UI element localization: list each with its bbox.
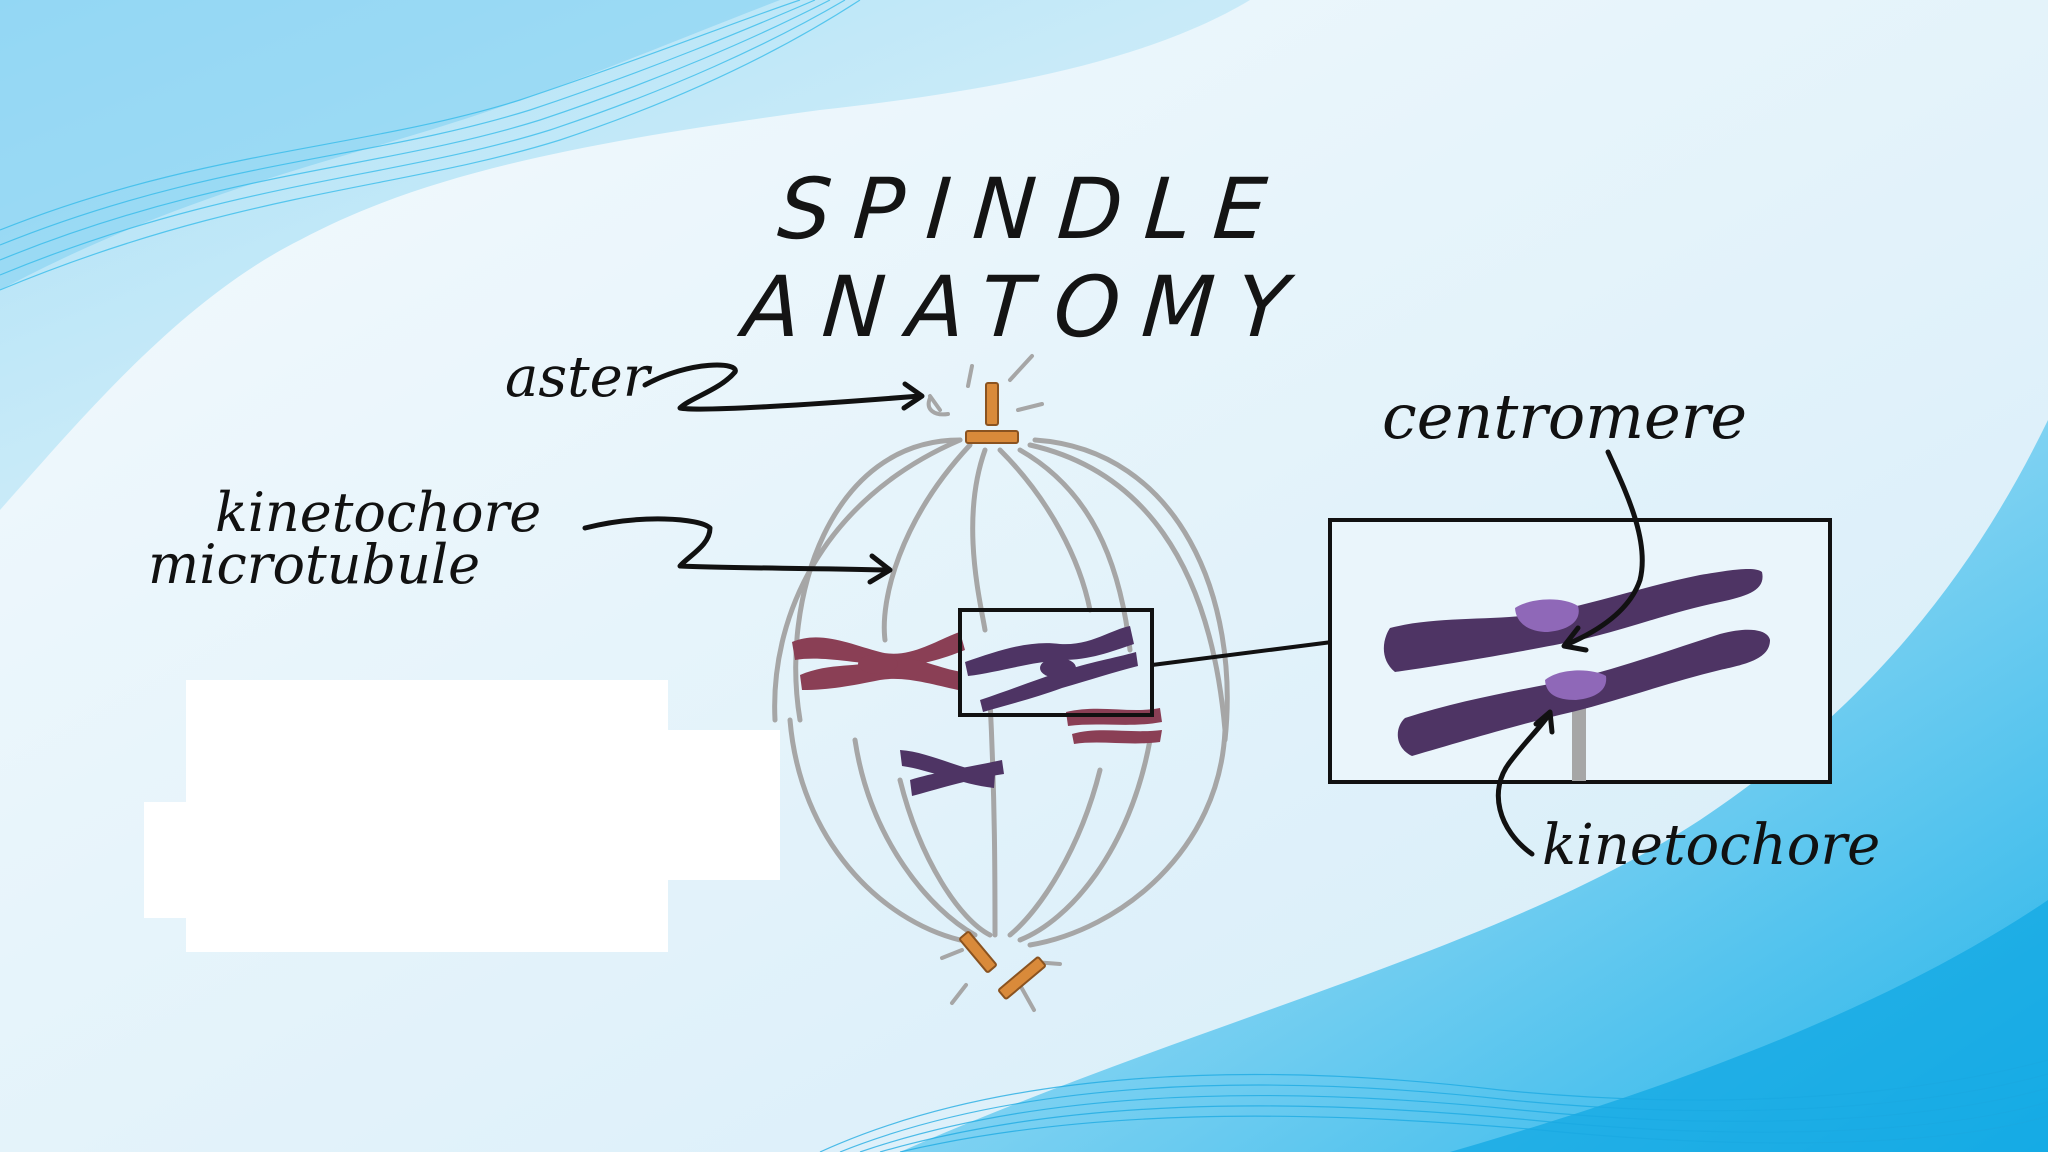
spindle-fiber	[1017, 737, 1153, 943]
zoom-source-box	[958, 608, 1154, 717]
inset-kinetochore-highlight	[1545, 670, 1607, 700]
kmt-arrow	[582, 516, 891, 573]
inset-centromere-highlight	[1515, 599, 1579, 632]
spindle-fiber	[1007, 767, 1103, 938]
spindle-fiber	[1017, 447, 1133, 653]
centrosome-top	[965, 382, 1019, 444]
spindle-fibers	[772, 437, 1230, 948]
label-kinetochore-microtubule-line1: kinetochore	[215, 481, 542, 544]
spindle-fiber	[793, 437, 963, 723]
chromosome-purple-lower	[900, 750, 1004, 796]
kmt-arrowhead	[867, 553, 893, 585]
centromere-arrowhead	[1561, 625, 1589, 653]
spindle-fiber	[987, 697, 998, 938]
spindle-fiber	[970, 447, 988, 633]
chromosome-purple-center	[965, 626, 1138, 712]
aster-arrowhead	[901, 381, 925, 411]
mask-box-right-tab	[666, 730, 780, 880]
spindle-fiber	[787, 717, 963, 943]
chromosome-red-left	[792, 632, 965, 690]
spindle-fiber	[997, 447, 1093, 613]
kinetochore-arrowhead	[1533, 709, 1555, 735]
label-aster: aster	[505, 345, 650, 410]
page-title: SPINDLE ANATOMY	[739, 160, 1314, 356]
spindle-fiber	[1032, 437, 1230, 743]
mask-box-left-tab	[144, 802, 190, 918]
zoom-connector-line	[1151, 640, 1333, 667]
label-kinetochore-microtubule-line2: microtubule	[148, 533, 481, 596]
mask-box-main	[186, 680, 668, 952]
aster-bottom-rays	[940, 948, 1062, 1012]
spindle-fiber	[897, 777, 993, 938]
label-centromere: centromere	[1382, 380, 1748, 453]
kinetochore-arrow	[1495, 713, 1551, 857]
spindle-fiber	[852, 737, 978, 938]
spindle-fiber	[1027, 727, 1228, 948]
spindle-fiber	[1027, 442, 1228, 733]
annotation-arrows	[582, 362, 1645, 857]
aster-arrow	[642, 362, 923, 412]
spindle-fiber	[881, 442, 973, 643]
centromere-arrow	[1565, 449, 1645, 647]
aster-top-rays	[926, 354, 1044, 417]
centrosome-bottom	[959, 931, 1046, 1000]
label-kinetochore: kinetochore	[1542, 813, 1881, 878]
